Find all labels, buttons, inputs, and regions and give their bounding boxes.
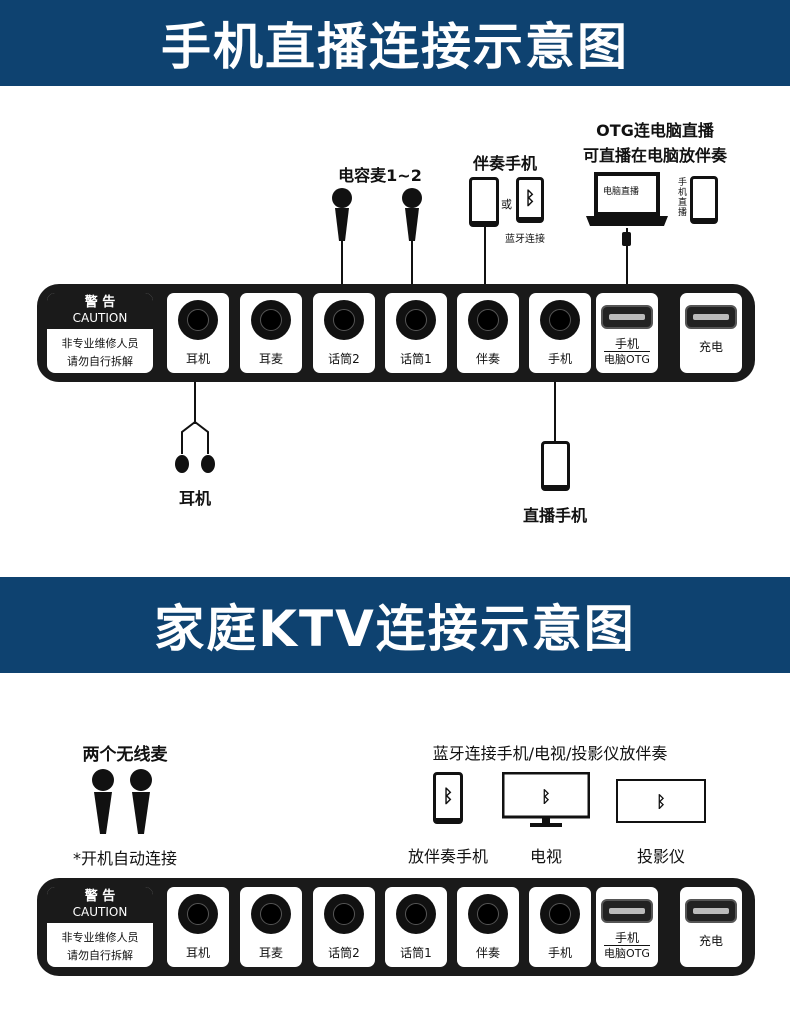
wireless-mic-label: 两个无线麦 bbox=[82, 745, 168, 765]
earphone-label: 耳机 bbox=[178, 489, 211, 508]
laptop-screen-text: 电脑直播 bbox=[603, 187, 640, 197]
warning-label: 警 告 CAUTION 非专业维修人员 请勿自行拆解 bbox=[47, 293, 153, 373]
port-charge[interactable]: 充电 bbox=[680, 887, 742, 967]
port-otg[interactable]: 手机 电脑OTG bbox=[596, 293, 658, 373]
bt-devices-label: 蓝牙连接手机/电视/投影仪放伴奏 bbox=[432, 744, 668, 763]
mic-label: 电容麦1~2 bbox=[338, 166, 422, 185]
port-mic1[interactable]: 话筒1 bbox=[385, 293, 447, 373]
microphone-icon bbox=[92, 769, 114, 834]
port-headset[interactable]: 耳麦 bbox=[240, 887, 302, 967]
port-earphone[interactable]: 耳机 bbox=[167, 293, 229, 373]
condenser-mic-icons bbox=[332, 188, 422, 291]
accomp-phone-label: 伴奏手机 bbox=[472, 154, 537, 173]
otg-line2: 可直播在电脑放伴奏 bbox=[582, 146, 727, 165]
earphone-icon bbox=[175, 421, 215, 473]
auto-connect-label: *开机自动连接 bbox=[72, 849, 177, 868]
phone-side-label: 手机直播 bbox=[678, 178, 688, 218]
port-phone[interactable]: 手机 bbox=[529, 887, 591, 967]
bluetooth-phone-icon: ᛒ bbox=[516, 177, 544, 223]
laptop-icon bbox=[586, 172, 668, 226]
microphone-icon bbox=[332, 188, 352, 291]
port-mic1[interactable]: 话筒1 bbox=[385, 887, 447, 967]
port-phone[interactable]: 手机 bbox=[529, 293, 591, 373]
bt-phone-icon: ᛒ bbox=[433, 772, 463, 824]
device-phone-label: 放伴奏手机 bbox=[407, 847, 488, 866]
port-charge[interactable]: 充电 bbox=[680, 293, 742, 373]
live-phone-icon bbox=[541, 441, 570, 491]
tv-icon: ᛒ bbox=[502, 772, 590, 827]
microphone-icon bbox=[130, 769, 152, 834]
section2-title: 家庭KTV连接示意图 bbox=[154, 600, 636, 658]
port-accompaniment[interactable]: 伴奏 bbox=[457, 293, 519, 373]
warning-label: 警 告 CAUTION 非专业维修人员 请勿自行拆解 bbox=[47, 887, 153, 967]
live-phone-label: 直播手机 bbox=[522, 506, 587, 525]
device-tv-label: 电视 bbox=[529, 847, 562, 866]
section1-title: 手机直播连接示意图 bbox=[161, 18, 629, 76]
otg-plug-icon bbox=[622, 232, 631, 246]
otg-phone-icon bbox=[690, 176, 718, 224]
projector-icon: ᛒ bbox=[616, 779, 706, 823]
microphone-icon bbox=[402, 188, 422, 291]
svg-text:ᛒ: ᛒ bbox=[656, 792, 666, 811]
section2-banner: 家庭KTV连接示意图 bbox=[0, 577, 790, 673]
device-panel-1: 警 告 CAUTION 非专业维修人员 请勿自行拆解 耳机 耳麦 话筒2 话筒1… bbox=[37, 284, 755, 382]
otg-line1: OTG连电脑直播 bbox=[596, 121, 714, 140]
port-otg[interactable]: 手机 电脑OTG bbox=[596, 887, 658, 967]
device-projector-label: 投影仪 bbox=[636, 847, 685, 866]
port-headset[interactable]: 耳麦 bbox=[240, 293, 302, 373]
accomp-phone-icon bbox=[469, 177, 499, 227]
bluetooth-label: 蓝牙连接 bbox=[505, 234, 545, 245]
svg-text:ᛒ: ᛒ bbox=[541, 787, 551, 806]
port-accompaniment[interactable]: 伴奏 bbox=[457, 887, 519, 967]
port-mic2[interactable]: 话筒2 bbox=[313, 293, 375, 373]
section1-banner: 手机直播连接示意图 bbox=[0, 0, 790, 86]
device-panel-2: 警 告 CAUTION 非专业维修人员 请勿自行拆解 耳机 耳麦 话筒2 话筒1… bbox=[37, 878, 755, 976]
port-mic2[interactable]: 话筒2 bbox=[313, 887, 375, 967]
or-label: 或 bbox=[501, 198, 512, 211]
port-earphone[interactable]: 耳机 bbox=[167, 887, 229, 967]
wireless-mic-icons bbox=[92, 769, 152, 834]
